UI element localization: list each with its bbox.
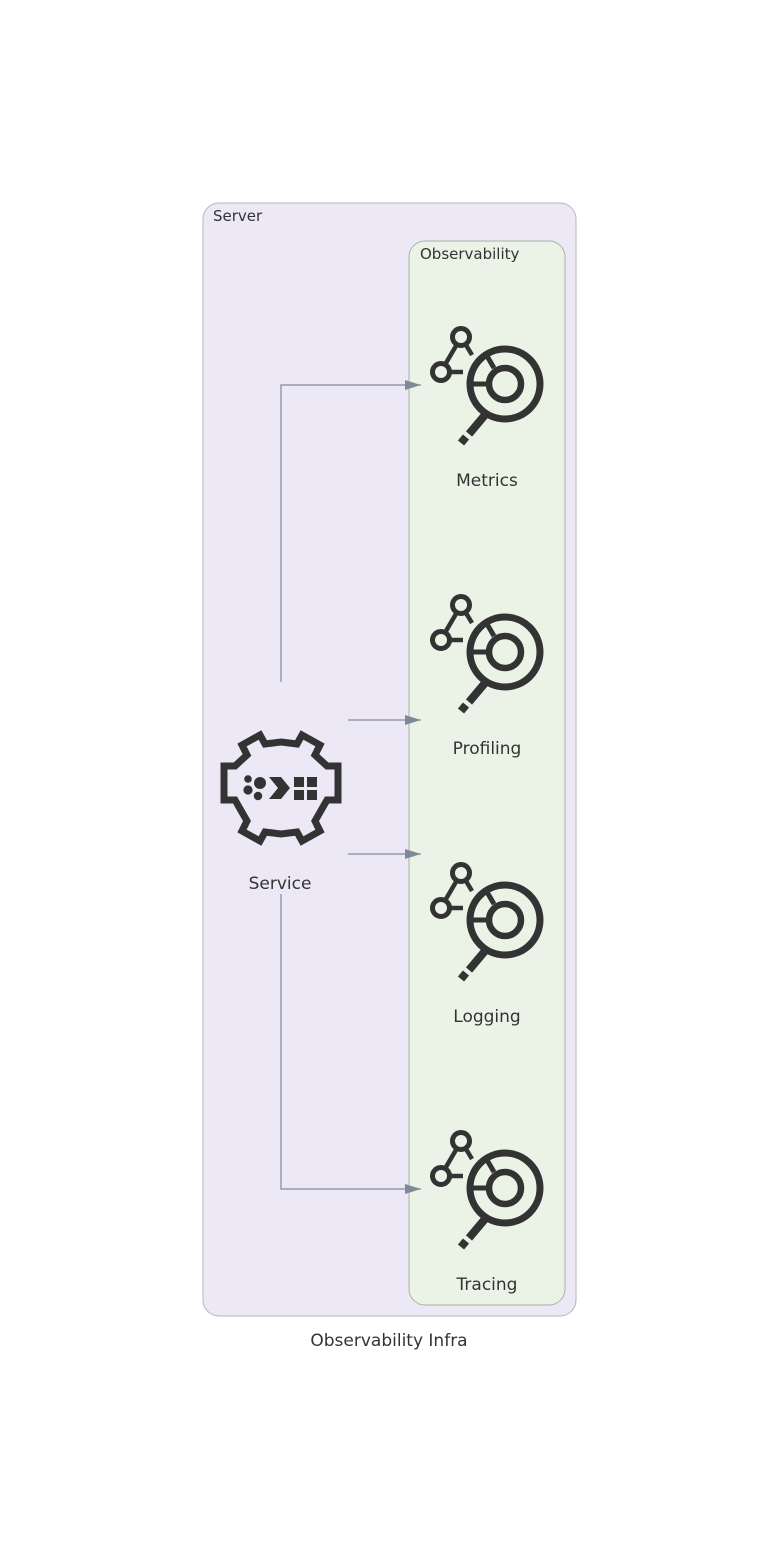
server-cluster-label: Server xyxy=(213,207,263,225)
edge-service-tracing xyxy=(280,894,421,1194)
edge-service-metrics xyxy=(280,380,421,682)
service-gear-icon[interactable] xyxy=(220,730,342,846)
observability-cluster xyxy=(408,240,566,1306)
service-node-label: Service xyxy=(249,874,312,894)
observability-cluster-label: Observability xyxy=(420,245,520,263)
metrics-node-label: Metrics xyxy=(456,471,518,491)
profiling-node-label: Profiling xyxy=(453,739,522,759)
diagram-title: Observability Infra xyxy=(310,1331,467,1351)
logging-node-label: Logging xyxy=(453,1007,520,1027)
tracing-node-label: Tracing xyxy=(456,1275,518,1295)
